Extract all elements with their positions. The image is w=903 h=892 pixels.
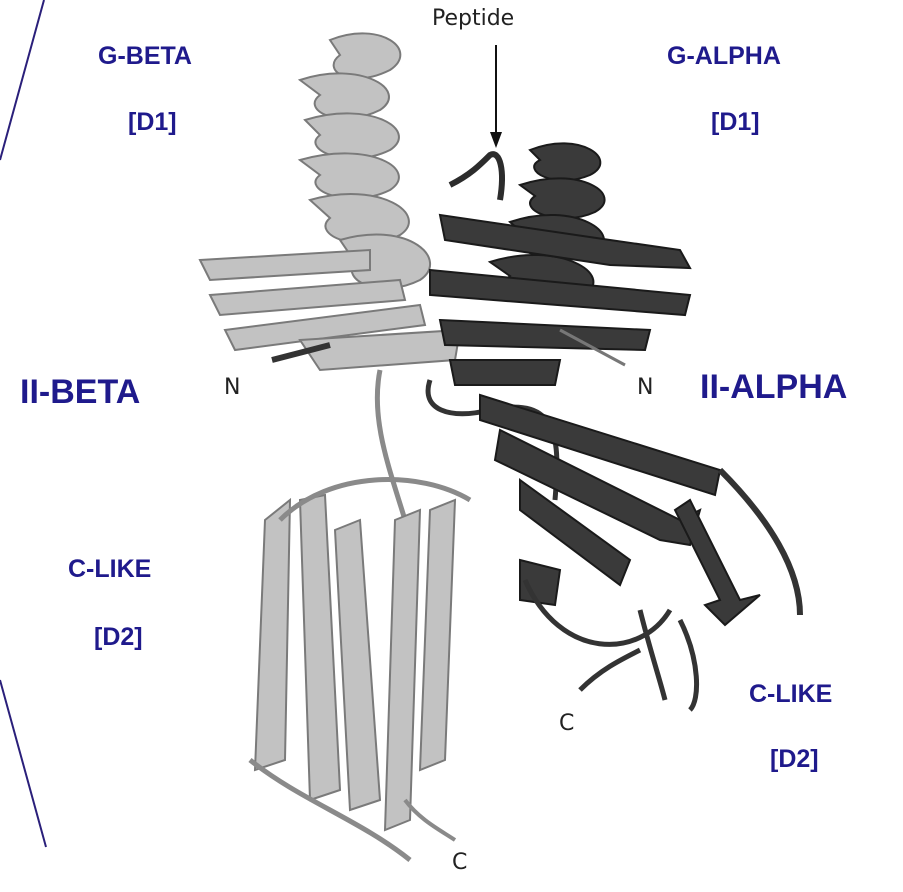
beta-helix-coil — [300, 153, 399, 198]
beta-d2-strand — [335, 520, 380, 810]
slide-edge-line-top — [0, 0, 44, 160]
beta-chain-ribbon — [200, 33, 470, 860]
beta-d2-strand — [255, 500, 290, 770]
alpha-c-terminus-label: C — [559, 711, 574, 736]
beta-sheet-strand — [200, 250, 370, 280]
peptide-strand — [450, 154, 502, 200]
beta-c-terminus-tail — [405, 800, 455, 840]
c-like-left-domain-label: [D2] — [94, 623, 143, 652]
peptide-label: Peptide — [432, 6, 514, 31]
c-like-right-label: C-LIKE — [749, 680, 832, 709]
alpha-chain-ribbon — [428, 143, 800, 710]
peptide-arrow-head-icon — [490, 132, 502, 148]
beta-helix-coil — [330, 33, 400, 78]
beta-d2-strand — [420, 500, 455, 770]
alpha-helix-coil — [530, 143, 600, 180]
g-alpha-domain-label: [D1] — [711, 108, 760, 137]
beta-d2-strand — [385, 510, 420, 830]
ii-beta-label: II-BETA — [20, 373, 140, 412]
c-like-right-domain-label: [D2] — [770, 745, 819, 774]
slide-edge-line-bottom — [0, 680, 46, 847]
alpha-helix-coil — [520, 178, 605, 218]
g-beta-label: G-BETA — [98, 42, 192, 71]
g-beta-domain-label: [D1] — [128, 108, 177, 137]
alpha-d2-loop — [680, 620, 697, 710]
alpha-sheet-strand — [450, 360, 560, 385]
beta-d2-strand — [300, 495, 340, 800]
g-alpha-label: G-ALPHA — [667, 42, 781, 71]
beta-helix-coil — [300, 73, 389, 118]
beta-n-terminus-label: N — [224, 375, 240, 400]
beta-linker-loop — [377, 370, 405, 520]
ii-alpha-label: II-ALPHA — [700, 368, 847, 407]
c-like-left-label: C-LIKE — [68, 555, 151, 584]
beta-helix-coil — [305, 113, 399, 158]
beta-c-terminus-label: C — [452, 850, 467, 875]
alpha-n-terminus-label: N — [637, 375, 653, 400]
alpha-sheet-strand — [440, 320, 650, 350]
alpha-d2-strand — [675, 500, 760, 625]
alpha-c-terminus-tail — [580, 650, 640, 690]
